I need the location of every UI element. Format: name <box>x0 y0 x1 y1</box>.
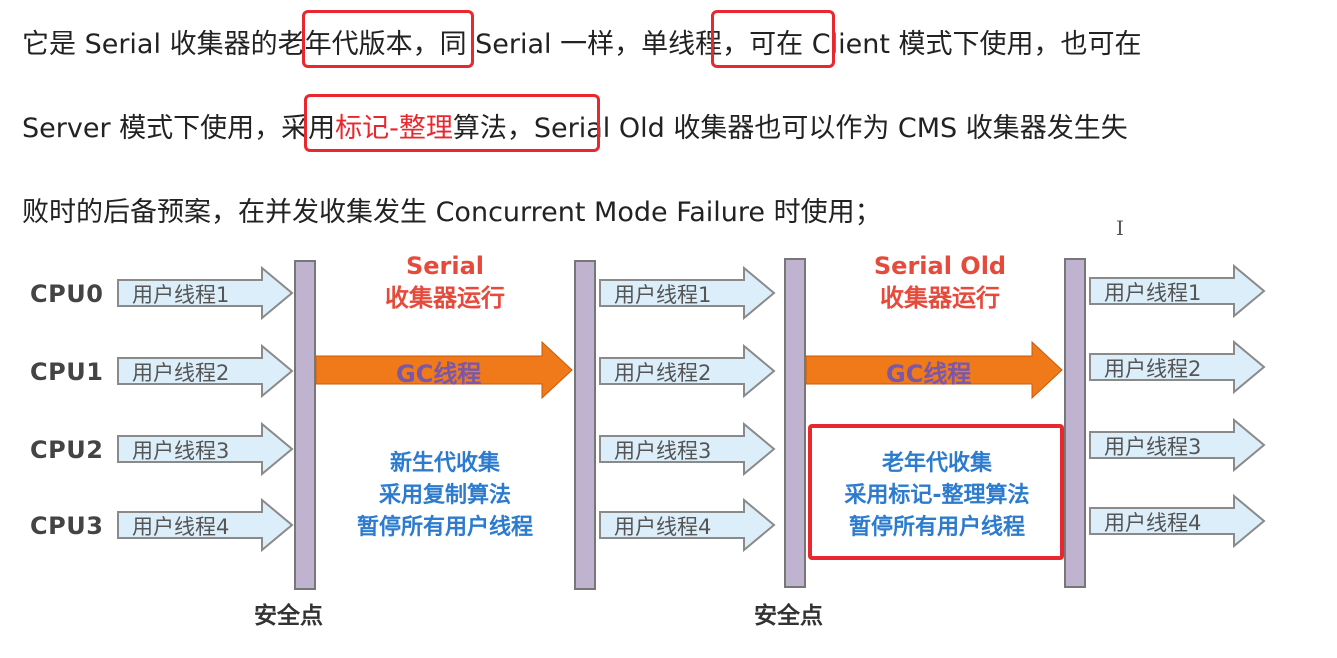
thread-arrow: 用户线程3 <box>116 422 294 476</box>
thread-arrow-shape <box>599 266 776 320</box>
serial-title: Serial 收集器运行 <box>340 250 550 314</box>
gc-arrow-shape <box>805 340 1063 400</box>
serial-old-desc-line: 采用标记-整理算法 <box>844 483 1030 508</box>
cpu-label-3: CPU3 <box>30 512 104 540</box>
gc-thread-arrow-serial-old: GC线程 <box>805 340 1064 400</box>
thread-label: 用户线程3 <box>614 439 712 463</box>
thread-arrow-shape <box>1089 264 1266 318</box>
text-segment: Server 模式下使用， <box>22 113 282 144</box>
highlight-mark-compact: 采用标记-整理算法， <box>281 113 534 144</box>
safepoint-bar-3 <box>784 258 806 588</box>
highlight-single-thread: 单线程 <box>641 29 723 60</box>
thread-arrow: 用户线程1 <box>116 266 294 320</box>
safepoint-bar-2 <box>574 260 596 590</box>
thread-arrow: 用户线程2 <box>598 344 776 398</box>
text-cursor-icon: I <box>1116 216 1124 240</box>
safepoint-bar-4 <box>1064 258 1086 588</box>
text-segment: 算法 <box>452 113 507 144</box>
thread-arrow-shape <box>1089 494 1266 548</box>
serial-desc-line: 新生代收集 <box>389 451 500 476</box>
gc-arrow-shape <box>315 340 573 400</box>
thread-arrow: 用户线程4 <box>1088 494 1266 548</box>
cpu-label-2: CPU2 <box>30 436 104 464</box>
thread-arrow-shape <box>117 422 294 476</box>
safepoint-bar-1 <box>294 260 316 590</box>
thread-label: 用户线程3 <box>132 439 230 463</box>
serial-desc-line: 采用复制算法 <box>378 483 511 508</box>
text-segment: 它是 Serial 收集器的 <box>22 29 278 60</box>
cpu-label-1: CPU1 <box>30 358 104 386</box>
thread-arrow: 用户线程1 <box>598 266 776 320</box>
gc-thread-arrow-serial: GC线程 <box>315 340 574 400</box>
gc-thread-label: GC线程 <box>886 360 972 388</box>
thread-arrow-shape <box>599 344 776 398</box>
mark-compact-red-text: 标记-整理 <box>335 113 453 144</box>
paragraph-line-1: 它是 Serial 收集器的老年代版本，同 Serial 一样，单线程，可在 C… <box>22 22 1142 61</box>
gc-diagram: CPU0 CPU1 CPU2 CPU3 用户线程1 用户线程2 用户线程3 用户… <box>0 240 1337 658</box>
thread-label: 用户线程2 <box>132 361 230 385</box>
thread-arrow-shape <box>1089 340 1266 394</box>
serial-old-desc-line: 暂停所有用户线程 <box>848 515 1025 540</box>
serial-description: 新生代收集 采用复制算法 暂停所有用户线程 <box>330 448 560 544</box>
safepoint-label-1: 安全点 <box>254 603 323 629</box>
thread-label: 用户线程4 <box>1104 511 1202 535</box>
thread-label: 用户线程4 <box>132 515 230 539</box>
serial-old-title: Serial Old 收集器运行 <box>830 250 1050 314</box>
cpu-label-0: CPU0 <box>30 280 104 308</box>
paragraph-line-3: 败时的后备预案，在并发收集发生 Concurrent Mode Failure … <box>22 197 882 228</box>
text-segment: ，可在 Client 模式下使用，也可在 <box>722 29 1142 60</box>
thread-arrow: 用户线程1 <box>1088 264 1266 318</box>
thread-label: 用户线程1 <box>1104 281 1202 305</box>
thread-label: 用户线程1 <box>614 283 712 307</box>
thread-label: 用户线程2 <box>1104 357 1202 381</box>
text-segment: ，同 Serial 一样， <box>412 29 642 60</box>
thread-label: 用户线程4 <box>614 515 712 539</box>
thread-arrow-shape <box>599 498 776 552</box>
safepoint-label-2: 安全点 <box>754 603 823 629</box>
serial-desc-line: 暂停所有用户线程 <box>356 515 533 540</box>
thread-arrow: 用户线程4 <box>116 498 294 552</box>
paragraph-line-2: Server 模式下使用，采用标记-整理算法，Serial Old 收集器也可以… <box>22 106 1128 145</box>
thread-arrow: 用户线程2 <box>1088 340 1266 394</box>
serial-old-desc-line: 老年代收集 <box>881 451 992 476</box>
thread-label: 用户线程3 <box>1104 435 1202 459</box>
text-segment: ， <box>506 113 534 144</box>
highlight-old-gen-version: 老年代版本 <box>277 29 413 60</box>
text-segment: Serial Old 收集器也可以作为 CMS 收集器发生失 <box>533 113 1128 144</box>
serial-title-sub: 收集器运行 <box>385 284 505 312</box>
thread-arrow: 用户线程4 <box>598 498 776 552</box>
text-segment: 采用 <box>281 113 336 144</box>
gc-thread-label: GC线程 <box>396 360 482 388</box>
thread-arrow: 用户线程2 <box>116 344 294 398</box>
thread-arrow-shape <box>117 266 294 320</box>
thread-label: 用户线程1 <box>132 283 230 307</box>
thread-arrow-shape <box>117 498 294 552</box>
serial-old-description: 老年代收集 采用标记-整理算法 暂停所有用户线程 <box>812 448 1062 544</box>
serial-old-title-sub: 收集器运行 <box>880 284 1000 312</box>
thread-arrow: 用户线程3 <box>598 422 776 476</box>
serial-old-title-name: Serial Old <box>873 252 1007 280</box>
thread-label: 用户线程2 <box>614 361 712 385</box>
thread-arrow-shape <box>1089 418 1266 472</box>
thread-arrow-shape <box>599 422 776 476</box>
serial-title-name: Serial <box>405 252 485 280</box>
thread-arrow-shape <box>117 344 294 398</box>
serial-old-highlight-box <box>808 424 1064 560</box>
thread-arrow: 用户线程3 <box>1088 418 1266 472</box>
